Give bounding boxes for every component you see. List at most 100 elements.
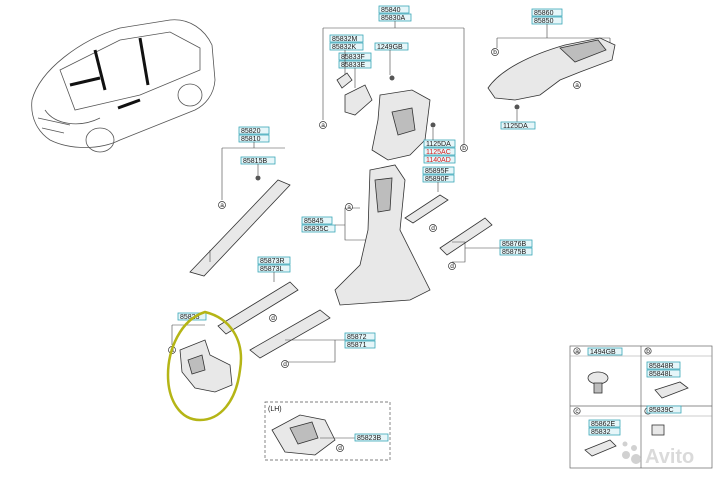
legend-pn-a: 1494GB — [590, 349, 616, 356]
pn-box-85871[interactable] — [344, 340, 376, 349]
legend-callout-c-text: c — [575, 408, 579, 415]
pn-85815b: 85815B — [243, 158, 267, 165]
pn-box-85872[interactable] — [344, 332, 376, 341]
highlight-ring — [166, 310, 243, 422]
legend-pn-box-b2[interactable] — [646, 369, 681, 378]
leader-85840 — [322, 21, 465, 145]
legend-pn-box-b1[interactable] — [646, 361, 681, 370]
legend-pn-box-d1[interactable] — [588, 419, 621, 428]
kick-panel-insert — [187, 354, 206, 375]
screw-1249gb — [389, 75, 395, 81]
callout-d-lh-text: d — [338, 445, 342, 452]
legend-pn-box-d2[interactable] — [588, 427, 621, 436]
callout-b-top[interactable] — [460, 144, 468, 152]
b-pillar-upper-insert — [391, 107, 416, 136]
pn-1125ac: 1125AC — [426, 149, 451, 156]
callout-a-bpillar-text: a — [347, 204, 351, 211]
c-pillar-trim-insert — [559, 39, 607, 63]
clip-85815b — [255, 175, 261, 181]
screw-1125da-mid — [430, 122, 436, 128]
pn-box-85835c[interactable] — [301, 224, 336, 233]
pn-1140ad: 1140AD — [426, 157, 451, 164]
pn-box-85845[interactable] — [301, 216, 333, 225]
pn-box-1140ad[interactable] — [423, 155, 456, 164]
callout-d-mid[interactable] — [429, 224, 437, 232]
callout-b-top-text: b — [462, 145, 466, 152]
callout-d-right-text: d — [450, 263, 454, 270]
legend-callout-c[interactable] — [573, 407, 581, 415]
pn-box-85873r[interactable] — [257, 256, 291, 265]
pn-85833e: 85833E — [341, 62, 365, 69]
lh-label: (LH) — [268, 406, 282, 413]
legend-pn-box-c[interactable] — [646, 405, 682, 414]
callout-d-lh[interactable] — [336, 444, 344, 452]
leader-85876b — [452, 241, 500, 263]
rear-sill-trim — [439, 217, 493, 256]
callout-a-top[interactable] — [319, 121, 327, 129]
pn-85895f: 85895F — [425, 168, 449, 175]
legend-clip-c — [584, 439, 617, 457]
leader-85845 — [335, 207, 370, 241]
clip-part-85833 — [344, 84, 373, 116]
pn-box-85832m[interactable] — [329, 34, 364, 43]
pn-85876b: 85876B — [502, 241, 526, 248]
callout-a-apillar-text: a — [220, 202, 224, 209]
b-pillar-lower-insert — [374, 177, 393, 213]
callout-a-apillar[interactable] — [218, 201, 226, 209]
vehicle-outline — [31, 19, 216, 153]
leader-85823 — [171, 324, 205, 345]
pn-box-85860[interactable] — [531, 8, 563, 17]
pn-85810: 85810 — [241, 136, 261, 143]
callout-d-right[interactable] — [448, 262, 456, 270]
callout-d-mid-text: d — [431, 225, 435, 232]
legend-callout-a[interactable] — [573, 347, 581, 355]
pn-85840: 85840 — [381, 7, 401, 14]
pn-box-1125da-mid[interactable] — [423, 139, 456, 148]
pn-box-85840[interactable] — [378, 5, 410, 14]
leader-85872 — [285, 339, 345, 363]
callout-b-right[interactable] — [491, 48, 499, 56]
callout-d-front[interactable] — [269, 314, 277, 322]
pn-box-85875b[interactable] — [499, 247, 533, 256]
pn-85890f: 85890F — [425, 176, 449, 183]
callout-d-bottom-text: d — [283, 361, 287, 368]
pn-1125da-mid: 1125DA — [426, 141, 451, 148]
pn-85875b: 85875B — [502, 249, 526, 256]
pn-box-1249gb[interactable] — [374, 42, 409, 51]
callout-d-bottom[interactable] — [281, 360, 289, 368]
pn-box-85833f[interactable] — [338, 52, 372, 61]
pn-box-85876b[interactable] — [499, 239, 533, 248]
callout-a-bpillar[interactable] — [345, 203, 353, 211]
legend-fastener-a — [587, 371, 609, 385]
legend-pn-d2: 85832 — [591, 429, 611, 436]
legend-clip-d — [651, 424, 665, 436]
b-pillar-lower-trim — [334, 164, 431, 306]
leader-85860 — [496, 24, 611, 48]
front-sill-trim — [249, 309, 331, 359]
pn-box-85832k[interactable] — [329, 42, 364, 51]
pn-85850: 85850 — [534, 18, 554, 25]
pn-box-1125ac[interactable] — [423, 147, 456, 156]
legend-pn-box-a[interactable] — [587, 347, 623, 356]
clip-part-85832 — [336, 72, 353, 89]
pn-box-1125da-top[interactable] — [500, 121, 536, 130]
kick-panel-trim-85823 — [179, 339, 233, 393]
leader-top-group — [344, 50, 391, 88]
lh-detail-box — [264, 401, 391, 461]
pn-85845: 85845 — [304, 218, 324, 225]
callout-a-right[interactable] — [573, 81, 581, 89]
pn-box-85823b[interactable] — [354, 433, 389, 442]
callout-a-top-text: a — [321, 122, 325, 129]
pn-box-85820[interactable] — [238, 126, 270, 135]
pn-85832k: 85832K — [332, 44, 356, 51]
pn-85871: 85871 — [347, 342, 367, 349]
legend-callout-b-text: b — [646, 348, 650, 355]
watermark-text: Avito — [645, 446, 694, 468]
pn-box-85890f[interactable] — [422, 174, 455, 183]
legend-callout-b[interactable] — [644, 347, 652, 355]
screw-1125da-top — [514, 104, 520, 110]
pn-box-85895f[interactable] — [422, 166, 455, 175]
leader-85820 — [221, 142, 285, 200]
callout-d-front-text: d — [271, 315, 275, 322]
